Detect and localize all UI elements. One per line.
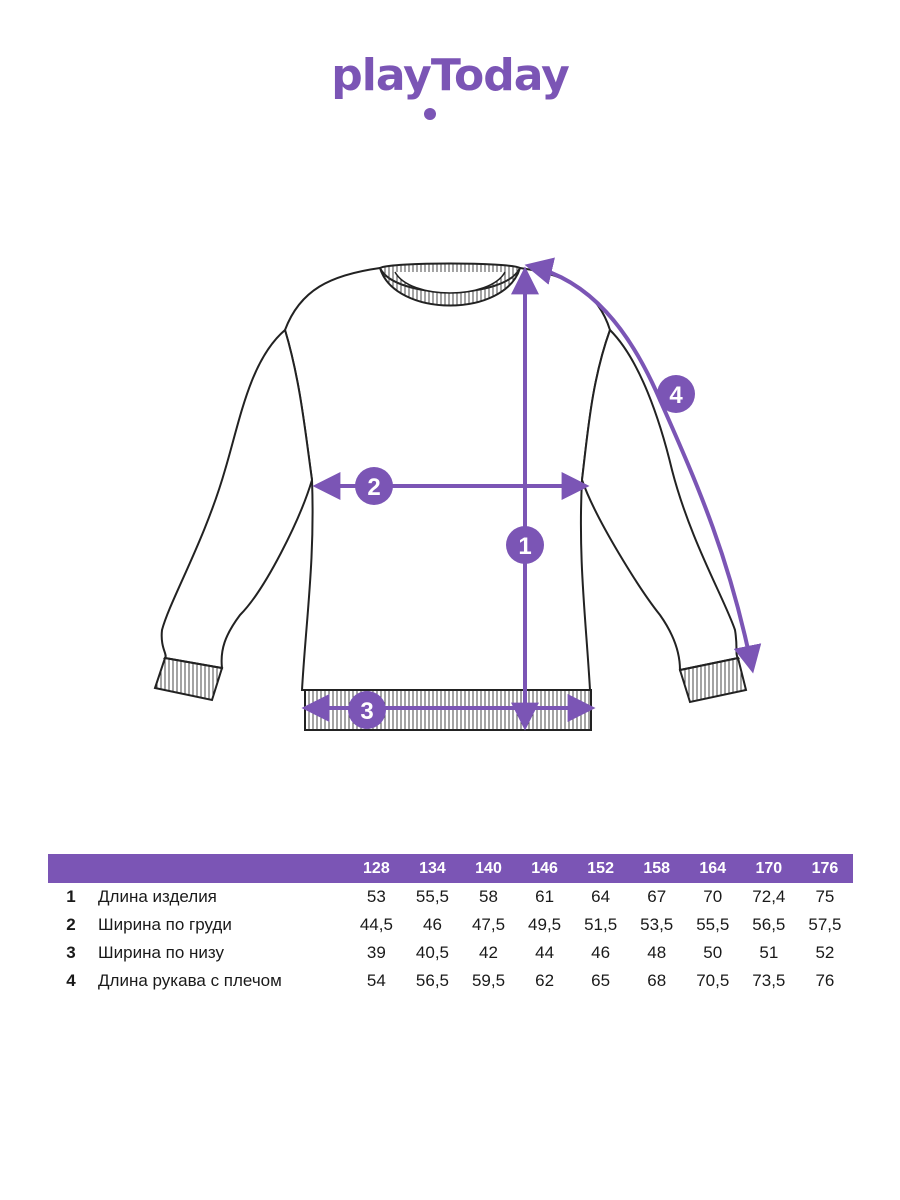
marker-3: 3	[348, 691, 386, 729]
row-number: 3	[66, 943, 76, 962]
collar-inner	[394, 271, 506, 294]
garment-illustration: 1 2 3 4	[0, 230, 900, 750]
table-cell: 53	[366, 887, 386, 906]
size-header: 128	[348, 854, 405, 883]
brand-logo-text: playToday	[331, 50, 569, 101]
table-cell: 39	[366, 943, 386, 962]
table-cell: 47,5	[471, 915, 506, 934]
table-row: 1 Длина изделия 53 55,5 58 61 64 67 70 7…	[48, 883, 853, 911]
table-cell: 67	[647, 887, 667, 906]
table-cell: 70,5	[696, 971, 730, 990]
row-label: Длина рукава с плечом	[98, 971, 282, 990]
size-header: 170	[740, 854, 797, 883]
size-header: 134	[404, 854, 461, 883]
table-cell: 42	[479, 943, 498, 962]
svg-text:4: 4	[669, 382, 683, 409]
left-cuff	[153, 656, 224, 702]
table-cell: 57,5	[808, 915, 842, 934]
table-row: 4 Длина рукава с плечом 54 56,5 59,5 62 …	[48, 967, 853, 995]
table-cell: 56,5	[752, 915, 786, 934]
table-cell: 51,5	[584, 915, 618, 934]
svg-text:1: 1	[518, 533, 531, 560]
left-sleeve	[160, 328, 314, 670]
table-row: 2 Ширина по груди 44,5 46 47,5 49,5 51,5…	[48, 911, 853, 939]
table-cell: 55,5	[696, 915, 730, 934]
table-cell: 49,5	[528, 915, 562, 934]
row-number: 1	[66, 887, 76, 906]
table-cell: 44	[535, 943, 555, 962]
marker-2: 2	[355, 467, 393, 505]
table-cell: 59,5	[471, 971, 506, 990]
size-header: 158	[628, 854, 685, 883]
header-blank-label	[94, 854, 349, 883]
table-cell: 62	[535, 971, 555, 990]
svg-text:2: 2	[367, 474, 380, 501]
row-label: Ширина по груди	[98, 915, 232, 934]
table-row: 3 Ширина по низу 39 40,5 42 44 46 48 50 …	[48, 939, 853, 967]
right-sleeve	[580, 328, 741, 672]
row-number: 4	[66, 971, 76, 990]
size-header: 176	[796, 854, 853, 883]
table-cell: 58	[479, 887, 498, 906]
table-cell: 46	[591, 943, 611, 962]
table-cell: 54	[366, 971, 386, 990]
table-cell: 64	[591, 887, 611, 906]
table-cell: 51	[759, 943, 779, 962]
garment-body	[283, 266, 612, 691]
table-cell: 70	[703, 887, 723, 906]
table-cell: 48	[647, 943, 667, 962]
brand-logo: playToday	[0, 48, 900, 128]
table-cell: 44,5	[359, 915, 393, 934]
header-blank	[48, 854, 95, 883]
svg-text:3: 3	[360, 698, 373, 725]
table-cell: 73,5	[752, 971, 786, 990]
table-cell: 46	[422, 915, 442, 934]
table-cell: 68	[647, 971, 667, 990]
size-header: 140	[460, 854, 517, 883]
size-header: 152	[572, 854, 629, 883]
table-cell: 75	[815, 887, 835, 906]
table-cell: 56,5	[415, 971, 449, 990]
size-header: 164	[684, 854, 741, 883]
size-header: 146	[516, 854, 573, 883]
brand-logo-dot	[424, 108, 436, 120]
row-number: 2	[66, 915, 76, 934]
row-label: Длина изделия	[98, 887, 217, 906]
table-cell: 40,5	[415, 943, 449, 962]
table-cell: 55,5	[415, 887, 449, 906]
sweatshirt-diagram: 1 2 3 4	[153, 257, 762, 731]
row-label: Ширина по низу	[98, 943, 225, 962]
table-cell: 65	[591, 971, 611, 990]
size-chart-table: 128 134 140 146 152 158 164 170 176 1 Дл…	[48, 854, 853, 995]
table-cell: 72,4	[752, 887, 786, 906]
size-header-row: 128 134 140 146 152 158 164 170 176	[48, 854, 853, 883]
table-cell: 53,5	[640, 915, 674, 934]
marker-4: 4	[657, 375, 695, 413]
table-cell: 52	[815, 943, 835, 962]
marker-1: 1	[506, 526, 544, 564]
table-cell: 50	[703, 943, 723, 962]
table-cell: 76	[815, 971, 835, 990]
table-cell: 61	[535, 887, 555, 906]
